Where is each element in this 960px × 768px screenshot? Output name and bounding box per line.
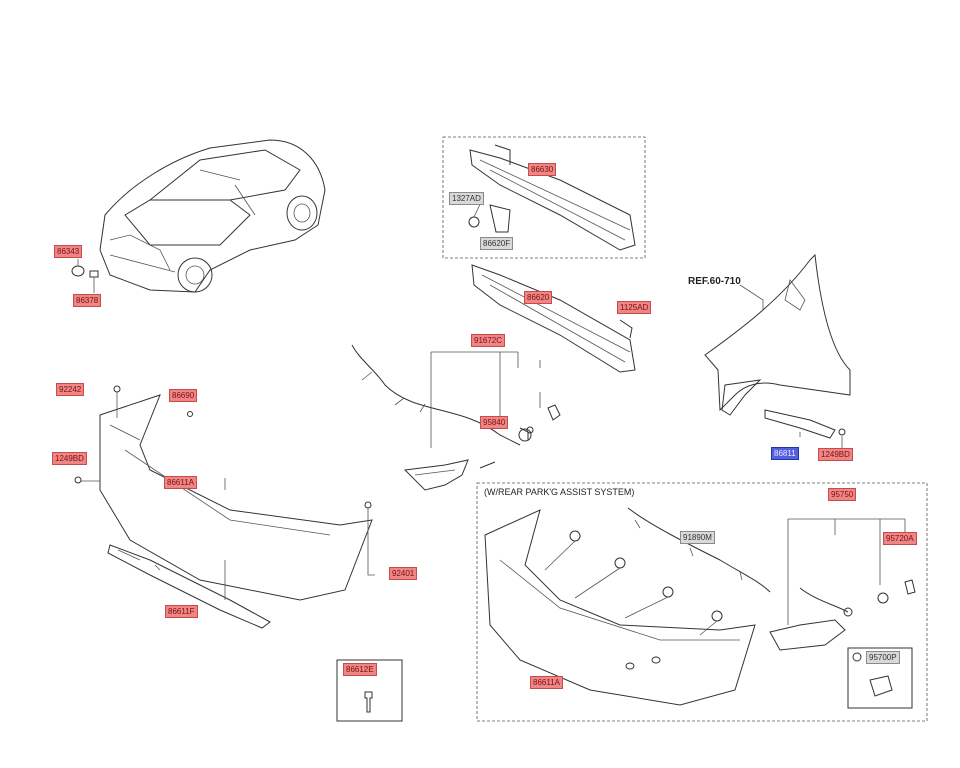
park-assist-dashed-box <box>476 482 928 722</box>
part-label: 91890M <box>680 531 715 544</box>
part-label: 86378 <box>73 294 102 307</box>
wiring-harness <box>351 344 561 448</box>
part-label: 86611A <box>530 676 563 689</box>
clip-drawing <box>364 691 373 713</box>
part-label: 92401 <box>389 567 418 580</box>
reference-label: REF.60-710 <box>688 276 741 287</box>
rear-reinforcement-lower <box>471 264 636 373</box>
part-label: 86612E <box>343 663 377 676</box>
part-label: 86630 <box>528 163 557 176</box>
part-label: 86343 <box>54 245 83 258</box>
reinforcement-dashed-box <box>442 136 646 259</box>
part-label: 95720A <box>883 532 917 545</box>
quarter-panel-ref <box>704 253 851 450</box>
sensor-inset-box <box>847 647 913 709</box>
part-label: 92242 <box>56 383 85 396</box>
part-label: 1249BD <box>52 452 87 465</box>
part-label: 86620 <box>524 291 553 304</box>
side-bracket <box>403 459 496 491</box>
part-label: 91672C <box>471 334 506 347</box>
part-label: 86690 <box>169 389 198 402</box>
part-label: 1125AD <box>617 301 652 314</box>
part-label: 1249BD <box>818 448 853 461</box>
section-caption: (W/REAR PARK'G ASSIST SYSTEM) <box>484 487 635 497</box>
clip-inset-box <box>336 659 403 722</box>
part-label: 86811 <box>771 447 799 460</box>
part-label: 95700P <box>866 651 900 664</box>
part-label: 86620F <box>480 237 514 250</box>
part-label: 86611A <box>164 476 197 489</box>
rear-reinforcement-upper <box>468 144 636 251</box>
rear-bumper-left <box>74 385 375 629</box>
part-label: 1327AD <box>449 192 484 205</box>
car-illustration <box>71 139 326 293</box>
rear-bumper-park-assist <box>484 507 916 706</box>
part-label: 95840 <box>480 416 509 429</box>
sensor-drawing <box>869 675 893 697</box>
sensor-callout-marker <box>852 652 862 662</box>
part-label: 95750 <box>828 488 857 501</box>
part-label: 86611F <box>165 605 198 618</box>
